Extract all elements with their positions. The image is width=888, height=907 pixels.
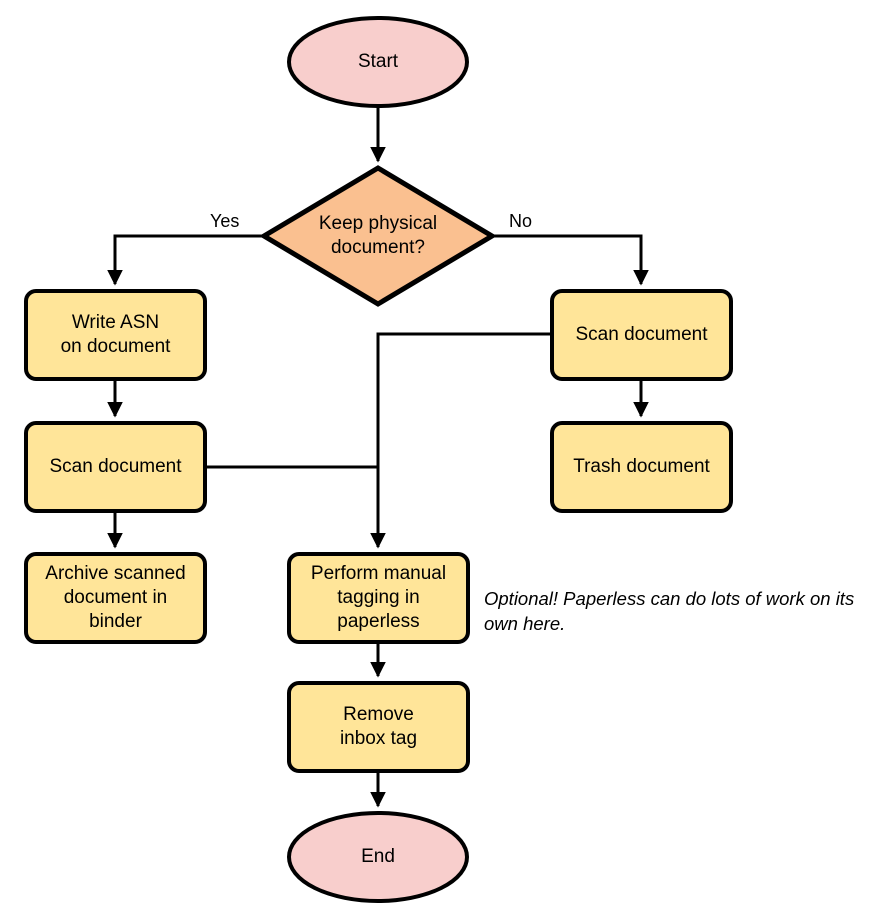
node-manual-tagging-shape [287,552,470,644]
node-archive-binder-shape [24,552,207,644]
edge-scan-right-to-manual-tagging [370,332,552,549]
node-trash-shape [550,421,733,513]
edge-decision-yes-to-write-asn [107,234,264,286]
edge-decision-no-to-scan-right [492,234,649,286]
node-write-asn-shape [24,289,207,381]
node-keep-physical-shape [259,165,497,307]
node-start-shape [287,16,469,108]
node-scan-left-shape [24,421,207,513]
annotation-optional-note: Optional! Paperless can do lots of work … [484,588,855,634]
edge-label-yes: Yes [210,211,240,231]
edge-label-no: No [509,211,533,231]
node-scan-right-shape [550,289,733,381]
node-remove-inbox-tag-shape [287,681,470,773]
node-end-shape [287,811,469,903]
